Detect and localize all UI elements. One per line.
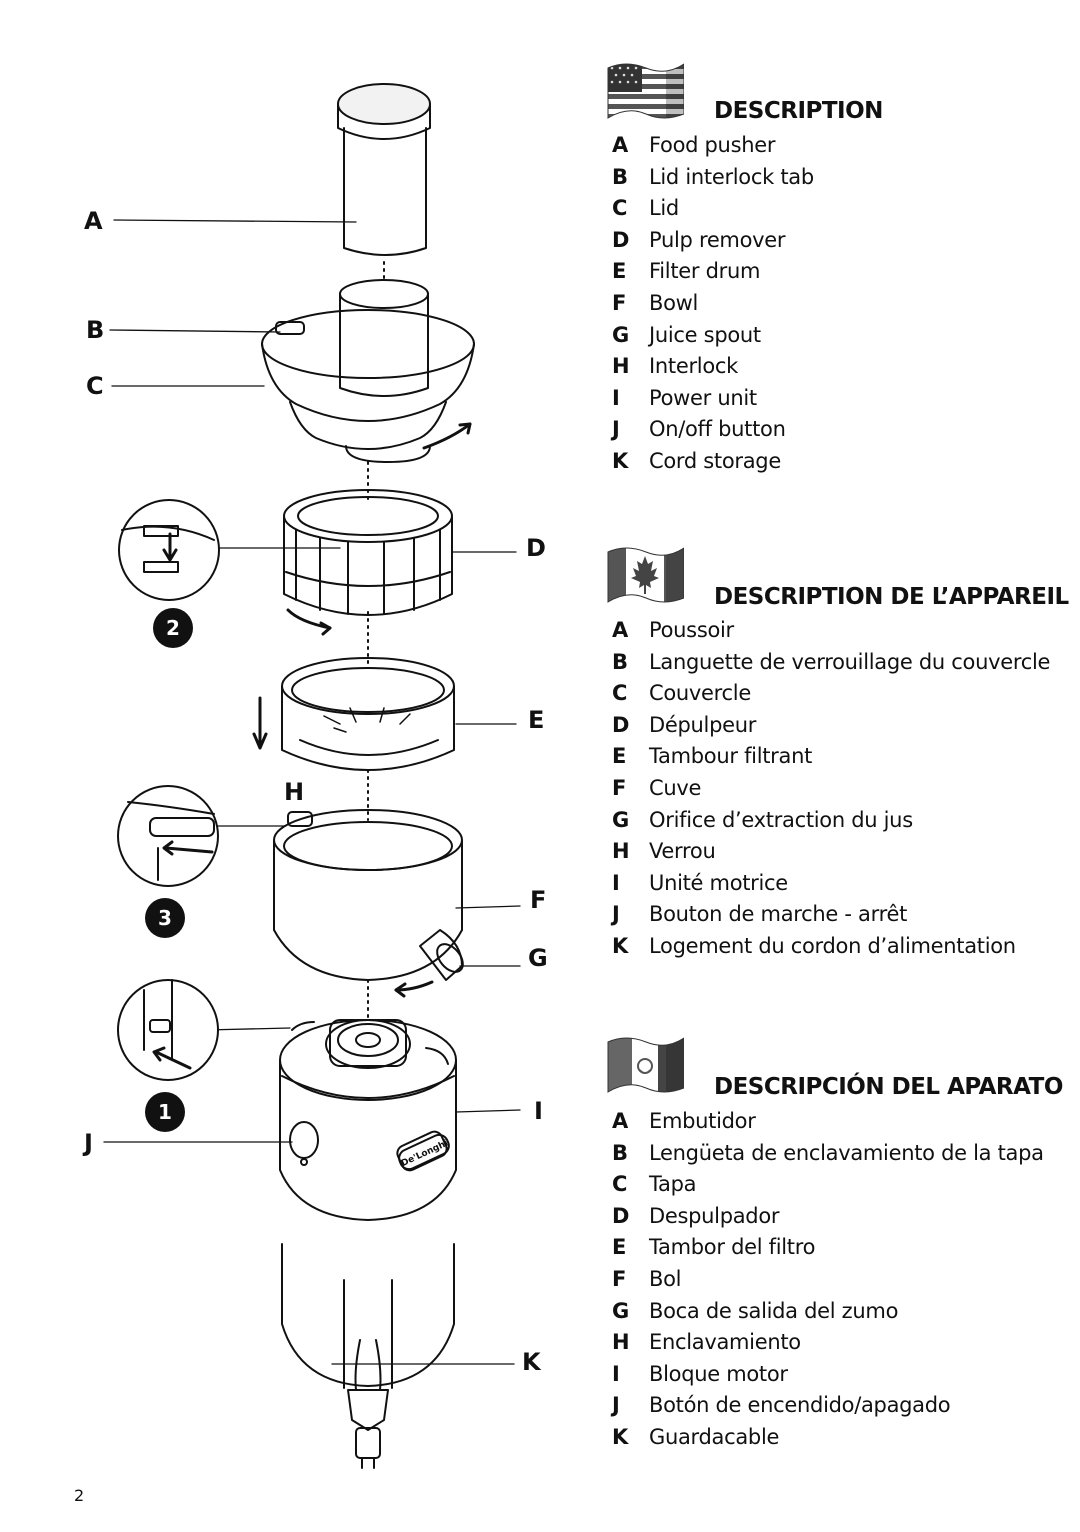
detail-circle-3 bbox=[117, 785, 219, 887]
filter-drum-part bbox=[252, 657, 455, 771]
cord-storage-part bbox=[281, 1243, 455, 1469]
callout-e: E bbox=[528, 706, 545, 734]
assembly-axis bbox=[367, 261, 385, 1021]
pulp-remover-part bbox=[283, 489, 453, 636]
callout-d: D bbox=[526, 534, 546, 562]
callout-j: J bbox=[84, 1129, 93, 1157]
detail-circle-1 bbox=[117, 979, 219, 1081]
callout-b: B bbox=[86, 316, 105, 344]
step-badge-1: 1 bbox=[145, 1092, 185, 1132]
callout-f: F bbox=[530, 886, 547, 914]
section-title: DESCRIPCIÓN DEL APARATO bbox=[714, 1074, 1063, 1100]
callout-c: C bbox=[86, 372, 104, 400]
step-badge-2: 2 bbox=[153, 608, 193, 648]
food-pusher-part bbox=[337, 83, 431, 256]
leader-lines bbox=[103, 219, 521, 1365]
bowl-part bbox=[273, 809, 464, 998]
callout-g: G bbox=[528, 944, 548, 972]
section-title: DESCRIPTION DE L’APPAREIL bbox=[714, 584, 1069, 610]
canada-flag-icon bbox=[607, 547, 684, 603]
callout-a: A bbox=[84, 207, 103, 235]
callout-i: I bbox=[534, 1097, 543, 1125]
us-flag-icon bbox=[607, 63, 684, 119]
section-title: DESCRIPTION bbox=[714, 98, 883, 124]
callout-k: K bbox=[522, 1348, 541, 1376]
detail-circle-2 bbox=[118, 499, 220, 601]
lid-part bbox=[261, 279, 475, 463]
callout-h: H bbox=[284, 778, 305, 806]
mexico-flag-icon bbox=[607, 1037, 684, 1093]
step-badge-3: 3 bbox=[145, 898, 185, 938]
page-number: 2 bbox=[74, 1486, 85, 1505]
power-unit-part bbox=[279, 1019, 457, 1221]
delonghi-logo: De'Longhi bbox=[398, 1133, 450, 1171]
